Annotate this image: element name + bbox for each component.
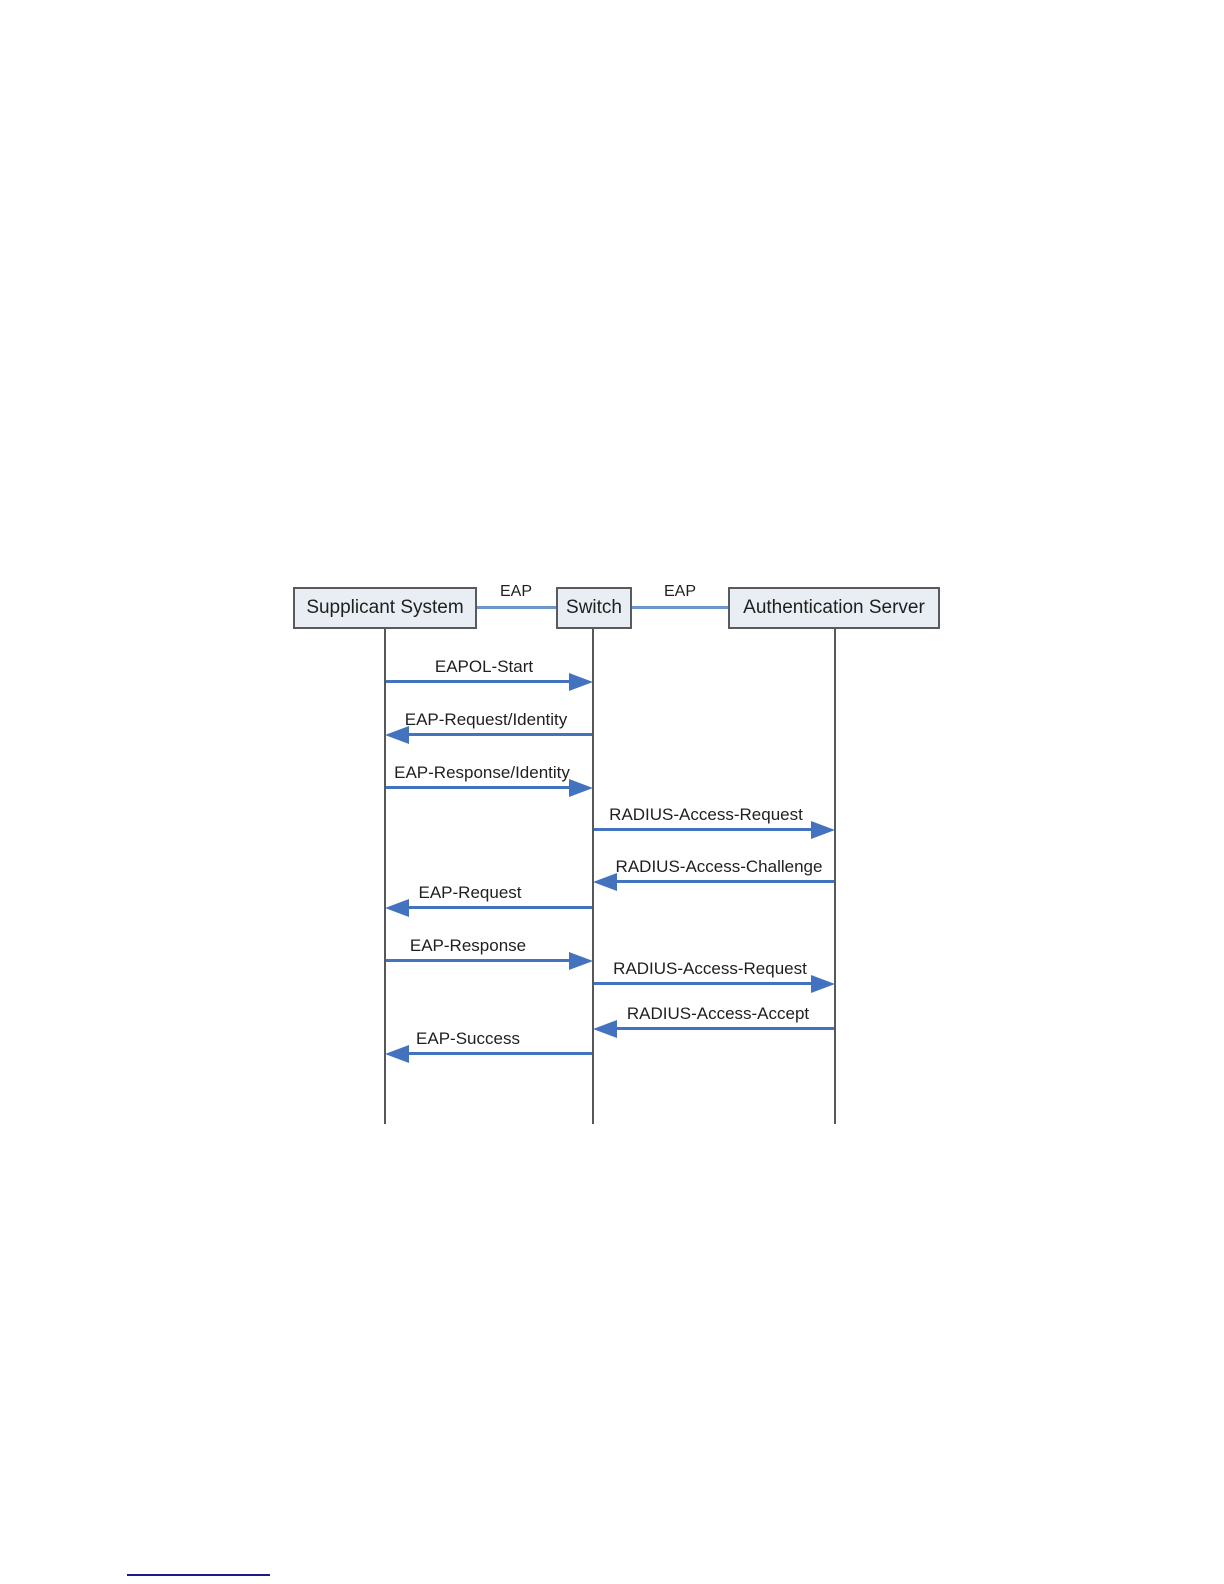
message-arrowhead bbox=[569, 952, 593, 970]
message-arrowhead bbox=[569, 673, 593, 691]
message-arrowhead bbox=[593, 1020, 617, 1038]
message-label: EAP-Success bbox=[416, 1029, 520, 1048]
actor-label: Switch bbox=[566, 597, 622, 618]
eap-link-label: EAP bbox=[663, 583, 697, 600]
message-arrow-line bbox=[594, 828, 817, 831]
message-label: EAP-Request bbox=[418, 883, 522, 902]
message-label: RADIUS-Access-Request bbox=[609, 805, 803, 824]
message-label: EAPOL-Start bbox=[434, 657, 534, 676]
message-label: RADIUS-Access-Request bbox=[613, 959, 807, 978]
eap-link-line bbox=[477, 606, 556, 609]
message-label: EAP-Response bbox=[409, 936, 527, 955]
message-arrow-line bbox=[386, 786, 575, 789]
message-arrow-line bbox=[403, 1052, 592, 1055]
message-arrow-line bbox=[403, 906, 592, 909]
lifeline bbox=[384, 629, 386, 1124]
message-arrowhead bbox=[811, 821, 835, 839]
eap-link-label: EAP bbox=[499, 583, 533, 600]
actor-label: Authentication Server bbox=[743, 597, 925, 618]
eap-link-line bbox=[632, 606, 728, 609]
message-arrow-line bbox=[611, 880, 834, 883]
message-label: RADIUS-Access-Accept bbox=[626, 1004, 810, 1023]
message-arrowhead bbox=[385, 899, 409, 917]
message-arrow-line bbox=[403, 733, 592, 736]
message-arrow-line bbox=[594, 982, 817, 985]
footer-rule bbox=[127, 1574, 270, 1576]
actor-label: Supplicant System bbox=[306, 597, 464, 618]
lifeline bbox=[834, 629, 836, 1124]
message-arrowhead bbox=[811, 975, 835, 993]
message-arrowhead bbox=[385, 726, 409, 744]
message-arrow-line bbox=[611, 1027, 834, 1030]
message-arrowhead bbox=[569, 779, 593, 797]
actor-box-switch: Switch bbox=[556, 587, 632, 629]
actor-box-supplicant: Supplicant System bbox=[293, 587, 477, 629]
message-arrowhead bbox=[385, 1045, 409, 1063]
actor-box-auth-server: Authentication Server bbox=[728, 587, 940, 629]
message-arrowhead bbox=[593, 873, 617, 891]
message-label: RADIUS-Access-Challenge bbox=[615, 857, 823, 876]
message-arrow-line bbox=[386, 680, 575, 683]
message-label: EAP-Request/Identity bbox=[404, 710, 568, 729]
message-arrow-line bbox=[386, 959, 575, 962]
message-label: EAP-Response/Identity bbox=[394, 763, 570, 782]
